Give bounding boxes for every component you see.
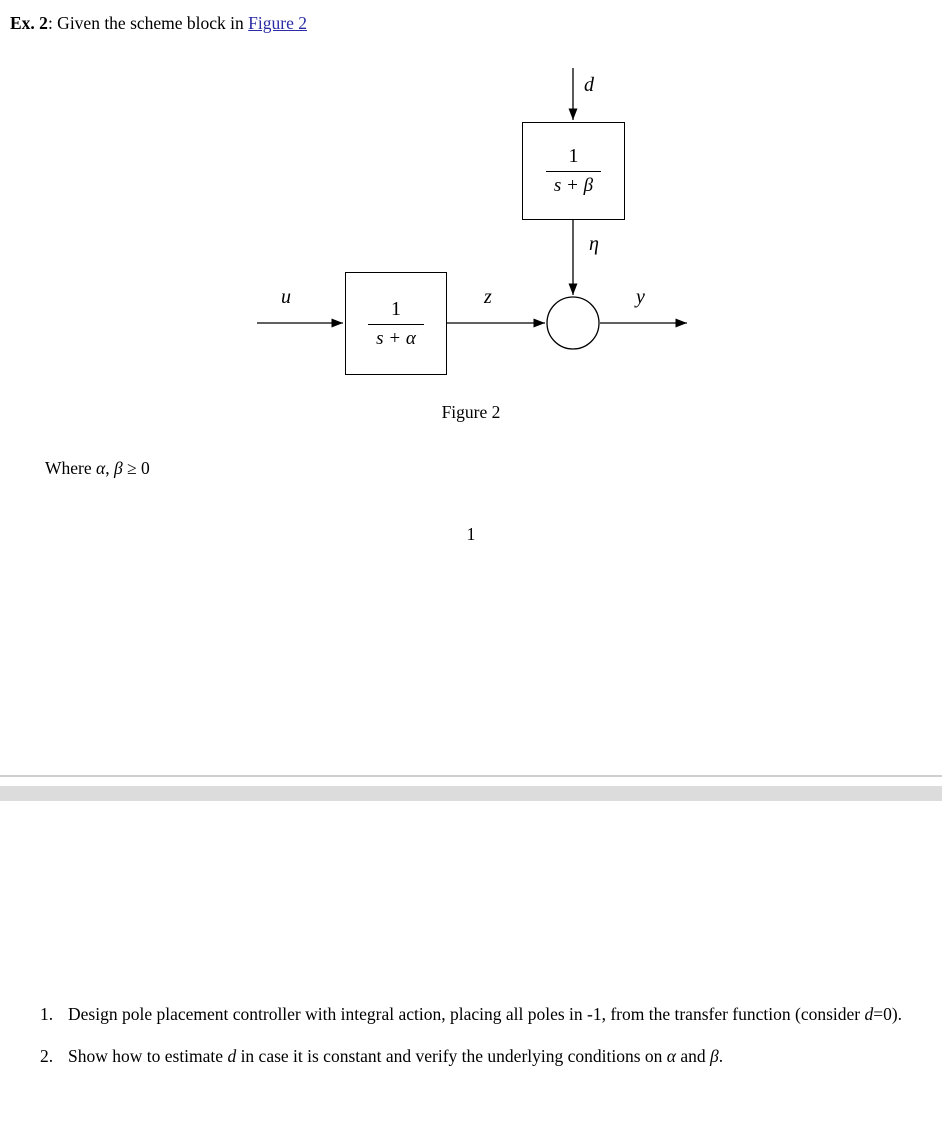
signal-label-eta: η (589, 233, 599, 255)
text-segment: , (105, 458, 114, 478)
list-item-text: Design pole placement controller with in… (68, 1001, 930, 1027)
exercise-header-text: : Given the scheme block in (47, 13, 249, 33)
text-segment: Where (45, 458, 97, 478)
math-var: β (113, 458, 123, 478)
summing-junction-circle (546, 296, 600, 350)
signal-label-d: d (584, 74, 594, 96)
signal-label-z: z (484, 286, 492, 308)
math-var: d (227, 1046, 237, 1066)
list-item-number: 1. (40, 1004, 54, 1024)
block-diagram: 1 s + β 1 s + α d η u z y Figure 2 (0, 60, 942, 460)
text-segment: ≥ 0 (122, 458, 150, 478)
pdf-page-1: Ex. 2: Given the scheme block in Figure … (0, 13, 942, 544)
figure-2-link[interactable]: Figure 2 (248, 13, 307, 33)
fraction-denominator: s + α (368, 323, 424, 350)
fraction-numerator: 1 (390, 297, 401, 320)
list-item: 2. Show how to estimate d in case it is … (40, 1043, 930, 1069)
pdf-page-2: 1. Design pole placement controller with… (0, 801, 942, 1140)
text-segment: Show how to estimate (68, 1046, 228, 1066)
page-gap (0, 777, 942, 786)
page-edge-line (0, 775, 942, 777)
fraction-numerator: 1 (568, 145, 579, 167)
page-number: 1 (466, 524, 476, 544)
math-var: α (96, 458, 106, 478)
where-clause: Where α, β ≥ 0 (45, 458, 150, 479)
math-var: α (666, 1046, 676, 1066)
math-var: d (864, 1004, 874, 1024)
problem-list: 1. Design pole placement controller with… (0, 1001, 942, 1085)
list-item-number: 2. (40, 1046, 54, 1066)
text-segment: . (718, 1046, 724, 1066)
list-item-text: Show how to estimate d in case it is con… (68, 1043, 930, 1069)
text-segment: and (675, 1046, 711, 1066)
figure-caption: Figure 2 (441, 402, 501, 422)
text-segment: Design pole placement controller with in… (68, 1004, 865, 1024)
list-item: 1. Design pole placement controller with… (40, 1001, 930, 1027)
page-gap-band (0, 786, 942, 801)
math-var: β (710, 1046, 719, 1066)
signal-label-u: u (281, 286, 291, 308)
signal-label-y: y (636, 286, 645, 308)
disturbance-transfer-block: 1 s + β (522, 122, 625, 220)
fraction: 1 s + α (368, 298, 424, 350)
text-segment: =0). (873, 1004, 903, 1024)
block-diagram-connections (257, 68, 687, 350)
exercise-header: Ex. 2: Given the scheme block in Figure … (10, 13, 307, 34)
text-segment: in case it is constant and verify the un… (236, 1046, 667, 1066)
page-separator (0, 775, 942, 801)
exercise-number: Ex. 2 (10, 13, 48, 33)
fraction-denominator: s + β (545, 171, 602, 197)
plant-transfer-block: 1 s + α (345, 272, 447, 375)
fraction: 1 s + β (545, 145, 602, 197)
